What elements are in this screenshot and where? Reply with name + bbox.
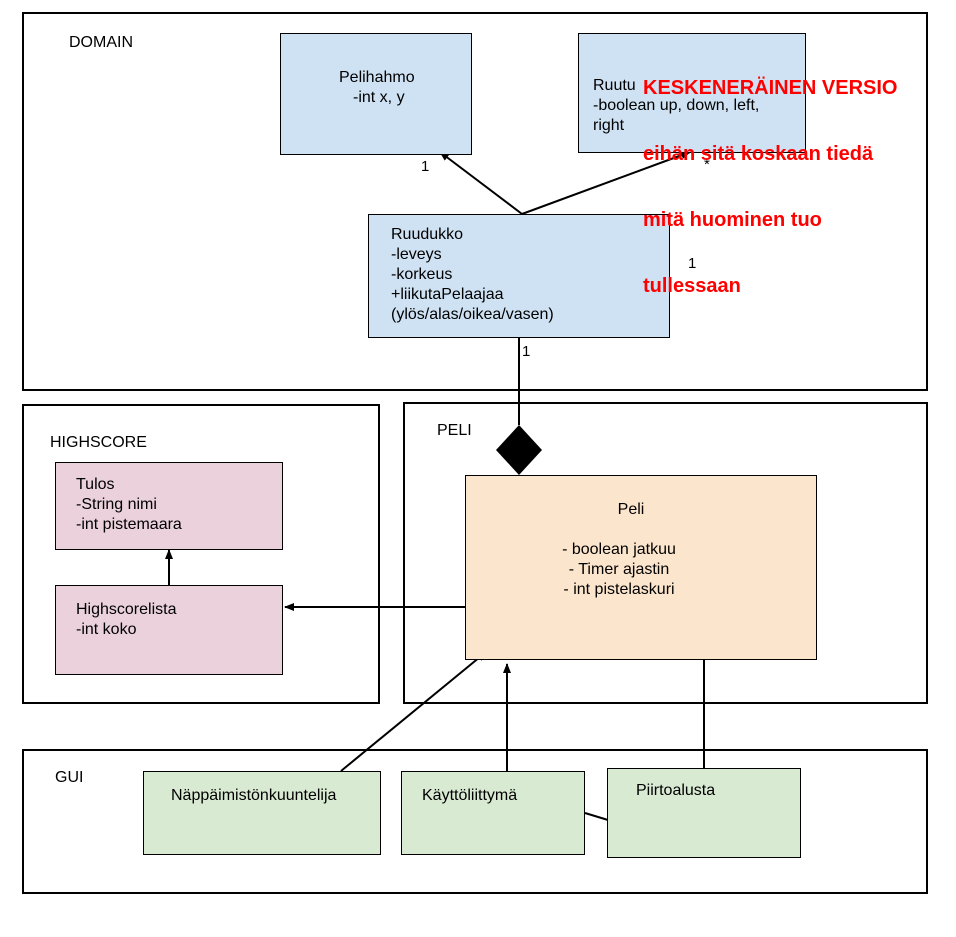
warning-line: eihän sitä koskaan tiedä (643, 143, 874, 165)
warning-line: mitä huominen tuo (643, 209, 822, 231)
composition-diamond (496, 425, 542, 475)
class-attribute: - int pistelaskuri (563, 581, 675, 598)
assoc-ruudukko-pelihahmo (439, 151, 523, 215)
multiplicity-ruudukko-bottom: 1 (522, 343, 531, 360)
class-attribute: -boolean up, down, left, (593, 97, 760, 114)
multiplicity-ruutu: * (704, 156, 710, 173)
class-peli: Peli - boolean jatkuu - Timer ajastin - … (465, 475, 817, 660)
class-method: +liikutaPelaajaa (391, 286, 504, 303)
class-attribute: -int pistemaara (76, 516, 182, 533)
package-label: GUI (55, 769, 84, 786)
class-attribute: - Timer ajastin (568, 561, 670, 578)
class-method-detail: (ylös/alas/oikea/vasen) (391, 306, 554, 323)
link-kayttoliittyma-piirtoalusta (584, 812, 609, 821)
class-pelihahmo: Pelihahmo -int x, y (280, 33, 472, 155)
package-label: PELI (437, 422, 472, 439)
class-ruutu: Ruutu -boolean up, down, left, right (578, 33, 806, 153)
assoc-ruudukko-ruutu (521, 151, 691, 215)
class-name: Ruutu (593, 77, 636, 94)
class-highscorelista: Highscorelista -int koko (55, 585, 283, 675)
class-name: Käyttöliittymä (422, 787, 518, 804)
class-tulos: Tulos -String nimi -int pistemaara (55, 462, 283, 550)
class-attribute: -int koko (76, 621, 137, 638)
class-attribute: -korkeus (391, 266, 453, 283)
class-name: Näppäimistönkuuntelija (171, 787, 337, 804)
class-attribute: -leveys (391, 246, 442, 263)
package-label: DOMAIN (69, 34, 133, 51)
warning-line: KESKENERÄINEN VERSIO (643, 77, 898, 99)
class-name: Ruudukko (391, 226, 464, 243)
class-attribute: right (593, 117, 625, 134)
class-attribute: -int x, y (353, 89, 405, 106)
class-name: Tulos (76, 476, 115, 493)
class-ruudukko: Ruudukko -leveys -korkeus +liikutaPelaaj… (368, 214, 670, 338)
class-name: Pelihahmo (339, 69, 415, 86)
class-name: Piirtoalusta (636, 782, 716, 799)
class-name: Peli (617, 501, 645, 518)
package-label: HIGHSCORE (50, 434, 147, 451)
class-kayttoliittyma: Käyttöliittymä (401, 771, 585, 855)
class-nappaimistonkuuntelija: Näppäimistönkuuntelija (143, 771, 381, 855)
class-name: Highscorelista (76, 601, 177, 618)
warning-line: tullessaan (643, 275, 741, 297)
draft-version-warning: KESKENERÄINEN VERSIO eihän sitä koskaan … (643, 33, 898, 341)
class-attribute: -String nimi (76, 496, 157, 513)
class-piirtoalusta: Piirtoalusta (607, 768, 801, 858)
multiplicity-ruudukko-right: 1 (688, 255, 697, 272)
multiplicity-pelihahmo: 1 (421, 158, 430, 175)
assoc-nappaimisto-peli (340, 651, 487, 772)
class-attribute: - boolean jatkuu (562, 541, 676, 558)
